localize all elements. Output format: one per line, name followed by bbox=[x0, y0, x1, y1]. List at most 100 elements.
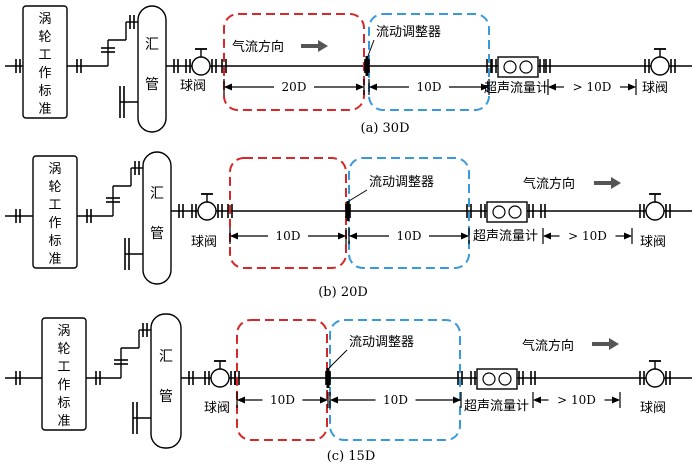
dimension-label: 10D bbox=[270, 393, 295, 407]
ball-valve-icon bbox=[645, 368, 665, 388]
transducer-circle bbox=[492, 205, 506, 219]
flange bbox=[173, 59, 179, 73]
manifold-label-char: 汇 bbox=[150, 186, 164, 202]
turbine-standard-label-char: 轮 bbox=[38, 30, 51, 45]
turbine-standard-label-char: 准 bbox=[38, 102, 51, 117]
transducer-circle bbox=[508, 205, 522, 219]
flow-conditioner-label: 流动调整器 bbox=[369, 175, 434, 190]
manifold-box bbox=[142, 151, 172, 285]
flange bbox=[480, 204, 486, 218]
flange bbox=[670, 59, 676, 73]
turbine-standard-box bbox=[32, 155, 78, 269]
flow-conditioner-plate bbox=[326, 368, 330, 388]
flange bbox=[491, 59, 497, 73]
flange bbox=[101, 47, 115, 53]
transducer-circle bbox=[503, 60, 517, 74]
flow-direction-arrow-icon bbox=[592, 338, 619, 350]
flange bbox=[325, 371, 331, 385]
ball-valve-label: 球阀 bbox=[640, 235, 666, 250]
ball-valve-label: 球阀 bbox=[204, 401, 230, 416]
dimension: 10D bbox=[329, 392, 462, 408]
upstream-section-red-box bbox=[236, 319, 328, 441]
arrow-head bbox=[318, 40, 328, 52]
flow-direction-arrow-icon bbox=[301, 40, 328, 52]
dimension-label: > 10D bbox=[568, 229, 607, 243]
manifold-label-char: 管 bbox=[145, 77, 159, 93]
flange bbox=[15, 59, 21, 73]
flange bbox=[470, 371, 476, 385]
flow-direction-arrow-icon bbox=[594, 177, 621, 189]
turbine-standard-label-char: 轮 bbox=[57, 342, 70, 357]
dimension-label: 10D bbox=[276, 229, 301, 243]
turbine-standard-label-char: 工 bbox=[48, 198, 61, 213]
flange bbox=[106, 197, 120, 203]
flange bbox=[227, 204, 233, 218]
ball-valve-icon bbox=[197, 201, 217, 221]
flange bbox=[665, 371, 671, 385]
flange bbox=[86, 209, 92, 223]
ultrasonic-meter-label: 超声流量计 bbox=[464, 399, 529, 414]
dimension: 20D bbox=[223, 79, 365, 95]
flow-conditioner-label: 流动调整器 bbox=[376, 25, 441, 40]
flange bbox=[530, 371, 536, 385]
turbine-standard-label-char: 准 bbox=[57, 414, 70, 429]
turbine-standard-label-char: 轮 bbox=[48, 180, 61, 195]
flange bbox=[129, 15, 135, 29]
ball-valve-label: 球阀 bbox=[642, 81, 668, 96]
manifold-box bbox=[137, 5, 167, 133]
dimension: 10D bbox=[229, 228, 347, 244]
panel-caption: (b) 20D bbox=[318, 285, 368, 300]
dimension: 10D bbox=[368, 79, 490, 95]
flow-direction-label: 气流方向 bbox=[523, 176, 575, 192]
arrow-head bbox=[611, 177, 621, 189]
transducer-circle bbox=[519, 60, 533, 74]
leader-line bbox=[367, 39, 375, 57]
flow-conditioner-label: 流动调整器 bbox=[349, 335, 414, 350]
turbine-standard-label-char: 作 bbox=[38, 66, 51, 81]
ultrasonic-meter bbox=[470, 368, 524, 390]
flange bbox=[528, 204, 534, 218]
flange bbox=[364, 59, 370, 73]
flange bbox=[234, 371, 240, 385]
manifold-label-char: 汇 bbox=[159, 349, 173, 365]
leader-line bbox=[348, 189, 368, 202]
flange bbox=[76, 59, 82, 73]
dimension: > 10D bbox=[532, 392, 621, 408]
dimension-label: 10D bbox=[417, 80, 442, 94]
turbine-standard-label-char: 涡 bbox=[38, 12, 51, 27]
turbine-standard-label-char: 标 bbox=[38, 84, 51, 99]
flange bbox=[539, 59, 545, 73]
dimension-label: 10D bbox=[397, 229, 422, 243]
flange bbox=[466, 204, 472, 218]
ultrasonic-meter-label: 超声流量计 bbox=[484, 81, 549, 96]
transducer-circle bbox=[482, 372, 496, 386]
turbine-standard-label-char: 涡 bbox=[48, 162, 61, 177]
ball-valve-label: 球阀 bbox=[640, 401, 666, 416]
dimension-label: 20D bbox=[282, 80, 307, 94]
turbine-standard-label-char: 准 bbox=[48, 252, 61, 267]
flange bbox=[486, 59, 492, 73]
flange bbox=[185, 59, 191, 73]
leader-line bbox=[328, 349, 348, 369]
panel-caption: (a) 30D bbox=[361, 121, 410, 136]
flange bbox=[639, 371, 645, 385]
ultrasonic-meter bbox=[491, 56, 545, 78]
flange bbox=[211, 59, 217, 73]
flow-conditioner-plate bbox=[346, 201, 350, 221]
flange bbox=[204, 371, 210, 385]
dimension: 10D bbox=[236, 392, 329, 408]
upstream-section-red-box bbox=[223, 13, 365, 111]
ball-valve: 球阀 bbox=[204, 360, 236, 416]
flange bbox=[142, 323, 148, 337]
flow-direction-label: 气流方向 bbox=[522, 338, 574, 354]
ball-valve-label: 球阀 bbox=[180, 79, 206, 94]
ball-valve: 球阀 bbox=[642, 48, 676, 96]
turbine-standard-box bbox=[22, 5, 68, 119]
flange bbox=[345, 204, 351, 218]
dimension: > 10D bbox=[542, 228, 633, 244]
